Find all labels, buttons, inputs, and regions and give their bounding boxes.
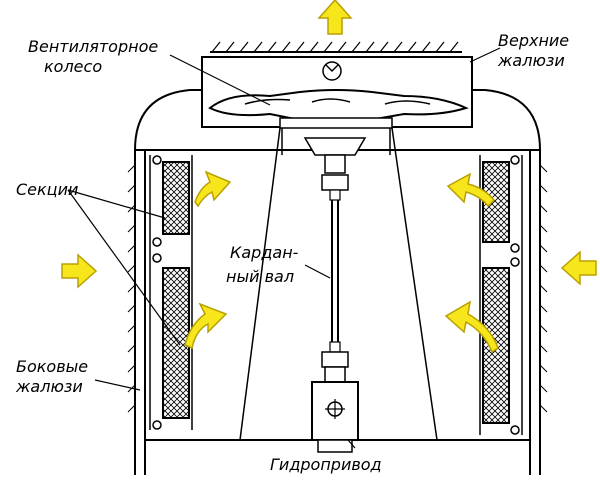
rotation-arrow-icon bbox=[322, 61, 342, 81]
hydro-drive-label: Гидропривод bbox=[270, 455, 382, 474]
diffuser bbox=[239, 127, 438, 441]
side-louvers-label-line2: жалюзи bbox=[15, 377, 83, 396]
fan-wheel bbox=[208, 89, 469, 129]
airflow-arrow-icon bbox=[444, 300, 499, 354]
top-louvers-label-line1: Верхние bbox=[498, 31, 569, 50]
fan-wheel-label-line2: колесо bbox=[44, 57, 102, 76]
top-louvers-label-line2: жалюзи bbox=[497, 51, 565, 70]
airflow-arrow-icon bbox=[61, 254, 97, 288]
airflow-arrow-icon bbox=[561, 251, 597, 285]
cardan-shaft bbox=[303, 137, 367, 383]
wall-hatching bbox=[127, 164, 548, 413]
airflow-arrow-icon bbox=[184, 302, 228, 350]
side-louvers-label-line1: Боковые bbox=[16, 357, 88, 376]
fan-wheel-label-line1: Вентиляторное bbox=[28, 37, 158, 56]
cardan-shaft-label-line2: ный вал bbox=[226, 267, 294, 286]
airflow-arrow-icon bbox=[318, 0, 352, 35]
cardan-shaft-label-line1: Кардан- bbox=[230, 243, 299, 262]
airflow-arrow-icon bbox=[446, 172, 496, 208]
sections-label: Секции bbox=[16, 180, 78, 199]
roof bbox=[210, 41, 462, 53]
airflow-arrow-icon bbox=[194, 170, 232, 208]
leader-lines bbox=[67, 47, 501, 449]
hydro-drive bbox=[311, 381, 359, 453]
left-radiator-sections bbox=[149, 155, 193, 430]
